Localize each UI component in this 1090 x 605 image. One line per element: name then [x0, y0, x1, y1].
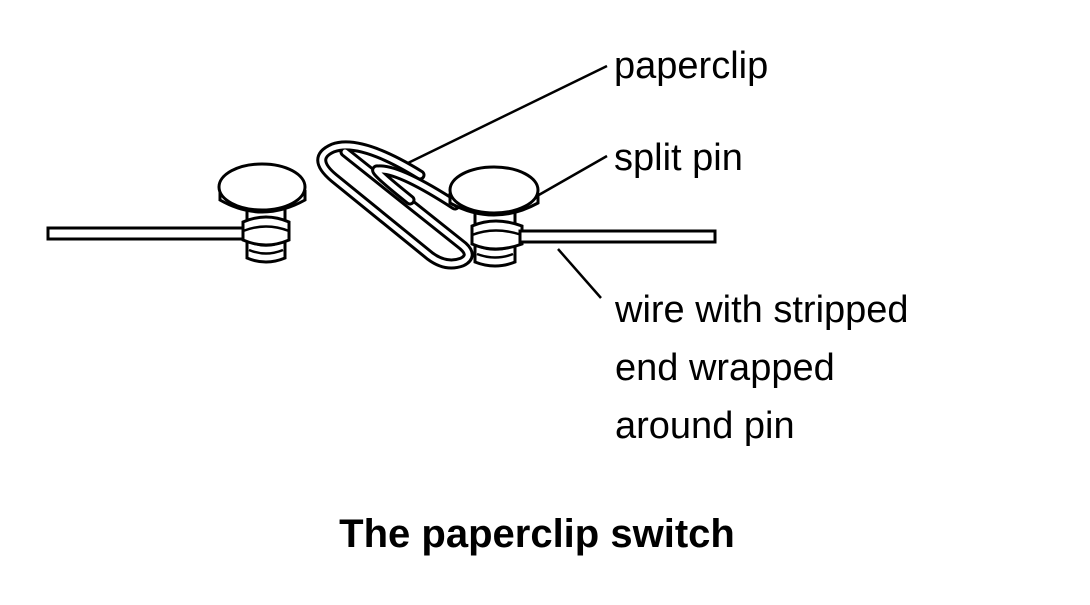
left-split-pin: [217, 162, 307, 264]
paperclip-leader-line: [407, 64, 608, 165]
right-split-pin: [448, 165, 540, 268]
left-wire: [46, 226, 255, 241]
wire-label-line-2: end wrapped: [615, 347, 835, 389]
paperclip: [316, 140, 474, 270]
split-pin-label: split pin: [614, 137, 743, 179]
paperclip-label: paperclip: [614, 45, 769, 87]
split-pin-leader-line: [536, 154, 608, 198]
wire-label-line-1: wire with stripped: [615, 289, 909, 331]
right-wire: [518, 229, 717, 244]
diagram-caption: The paperclip switch: [339, 512, 735, 556]
wire-label-line-3: around pin: [615, 405, 795, 447]
wire-label: wire with stripped end wrapped around pi…: [615, 281, 975, 455]
wire-leader-line: [557, 248, 602, 299]
